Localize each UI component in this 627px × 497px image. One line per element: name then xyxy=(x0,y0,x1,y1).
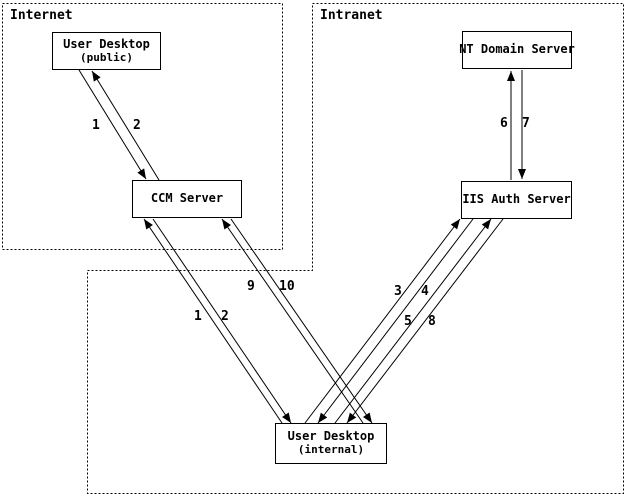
node-nt-domain-server: NT Domain Server xyxy=(459,31,575,69)
intranet-region-label: Intranet xyxy=(320,8,383,23)
node-subtitle: (public) xyxy=(80,50,133,64)
node-title: User Desktop xyxy=(63,36,150,51)
node-user-desktop-public: User Desktop (public) xyxy=(52,32,161,70)
node-subtitle: (internal) xyxy=(297,443,365,457)
edge-5-internal-desktop-to-iis xyxy=(334,218,492,424)
edge-3-internal-desktop-to-iis xyxy=(304,218,461,424)
edge-2-ccm-to-public-desktop xyxy=(91,70,160,181)
edge-label-1-internal: 1 xyxy=(194,309,202,324)
edge-label-1-public: 1 xyxy=(92,118,100,133)
edge-4-iis-to-internal-desktop xyxy=(317,218,474,424)
intranet-boundary xyxy=(87,3,624,494)
edge-label-5: 5 xyxy=(404,314,412,329)
edge-1-public-desktop-to-ccm xyxy=(78,69,147,180)
edge-10-ccm-to-internal-desktop xyxy=(230,218,373,424)
edge-label-4: 4 xyxy=(421,284,429,299)
node-title: NT Domain Server xyxy=(459,42,575,57)
edge-9-internal-desktop-to-ccm xyxy=(221,218,364,424)
edge-2-ccm-to-internal-desktop xyxy=(152,218,292,424)
edge-label-8: 8 xyxy=(428,314,436,329)
node-iis-auth-server: IIS Auth Server xyxy=(461,181,572,219)
edge-label-3: 3 xyxy=(394,284,402,299)
edge-label-9: 9 xyxy=(247,279,255,294)
edge-label-10: 10 xyxy=(279,279,295,294)
edge-label-2-public: 2 xyxy=(133,118,141,133)
edge-label-7: 7 xyxy=(522,116,530,131)
edge-1-internal-desktop-to-ccm xyxy=(143,218,283,424)
node-user-desktop-internal: User Desktop (internal) xyxy=(275,423,387,464)
node-ccm-server: CCM Server xyxy=(132,180,242,218)
node-title: User Desktop xyxy=(287,429,375,444)
edge-8-iis-to-internal-desktop xyxy=(346,218,504,424)
node-title: CCM Server xyxy=(150,191,224,206)
internet-boundary xyxy=(2,3,283,250)
internet-region-label: Internet xyxy=(10,8,73,23)
edge-label-6: 6 xyxy=(500,116,508,131)
node-title: IIS Auth Server xyxy=(462,192,571,207)
edge-label-2-internal: 2 xyxy=(221,309,229,324)
